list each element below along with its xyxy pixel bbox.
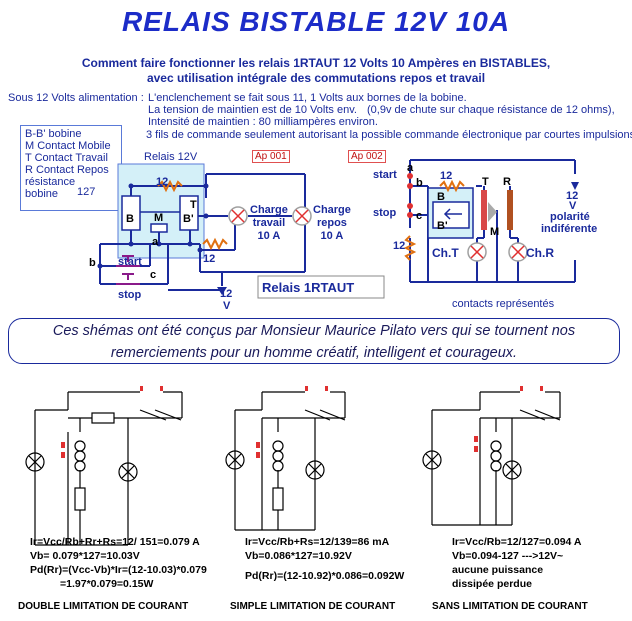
- info-line-3: Intensité de maintien : 80 milliampères …: [148, 116, 378, 128]
- info-label: Sous 12 Volts alimentation :: [8, 92, 144, 104]
- caption-simple: SIMPLE LIMITATION DE COURANT: [230, 601, 396, 612]
- resistor-label-b: 12: [203, 253, 216, 265]
- info-line-4: 3 fils de commande seulement autorisant …: [146, 129, 632, 141]
- node-a-2: a: [407, 162, 414, 174]
- relais-name: Relais 1RTAUT: [262, 280, 355, 295]
- terminal-t: T: [190, 199, 197, 211]
- node-b-2: b: [416, 177, 423, 189]
- terminal-bp-2: B': [437, 220, 448, 232]
- terminal-bp: B': [183, 213, 194, 225]
- node-b: b: [89, 257, 96, 269]
- legend-box: B-B' bobine M Contact Mobile T Contact T…: [20, 125, 122, 211]
- credit-quote: Ces shémas ont été conçus par Monsieur M…: [8, 318, 620, 364]
- legend-t: T Contact Travail: [25, 152, 108, 164]
- info-line-2a: La tension de maintien est de 10 Volts e…: [148, 104, 357, 116]
- chr-label: Ch.R: [526, 246, 554, 260]
- schema-3-formula: Ir=Vcc/Rb=12/127=0.094 A Vb=0.094-127 --…: [452, 536, 582, 590]
- start-label: start: [118, 256, 142, 268]
- schema-3: [422, 391, 561, 526]
- terminal-m: M: [154, 212, 164, 224]
- stop-label: stop: [118, 289, 142, 301]
- schema-1: [25, 391, 183, 546]
- diagram-1-buttons: [116, 255, 140, 285]
- info-line-1: L'enclenchement se fait sous 11, 1 Volts…: [148, 92, 467, 104]
- diagram-1-lamps: [228, 206, 312, 226]
- diagram-1-resistors: [157, 179, 228, 251]
- diagram-2-wires: [409, 159, 576, 283]
- legend-r: R Contact Repos: [25, 164, 109, 176]
- quote-line-2: remerciements pour un homme créatif, int…: [110, 345, 518, 361]
- supply-v-label: V: [223, 300, 231, 312]
- caption-double: DOUBLE LIMITATION DE COURANT: [18, 601, 189, 612]
- terminal-m-2: M: [490, 226, 500, 238]
- terminal-b-2: B: [437, 191, 445, 203]
- legend-res-2: bobine: [25, 188, 59, 200]
- ap-002-badge: Ap 002: [348, 150, 386, 163]
- quote-line-1: Ces shémas ont été conçus par Monsieur M…: [52, 323, 576, 339]
- terminal-r-2: R: [503, 176, 511, 188]
- info-line-2b: (0,9v de chute sur chaque résistance de …: [367, 104, 615, 116]
- legend-res-val: 127: [77, 186, 96, 198]
- cht-label: Ch.T: [432, 246, 459, 260]
- diagram-2-lamps: [467, 242, 528, 262]
- legend-bb: B-B' bobine: [25, 128, 82, 140]
- resistor-label-a: 12: [156, 176, 169, 188]
- diagram-2-resistors: [403, 179, 465, 261]
- contacts-note: contacts représentés: [452, 298, 555, 310]
- node-a: a: [152, 236, 159, 248]
- legend-m: M Contact Mobile: [25, 140, 111, 152]
- supply-12-label: 12: [220, 288, 233, 300]
- schema-2: [225, 391, 346, 531]
- resistor-label-2a: 12: [440, 170, 453, 182]
- diagram-2-contacts: [407, 173, 513, 230]
- diagram-2-arrow: [443, 208, 462, 220]
- resistor-label-2b: 12: [393, 240, 406, 252]
- relay-12v-label: Relais 12V: [144, 151, 198, 163]
- legend-res-1: résistance: [25, 176, 76, 188]
- node-c-2: c: [416, 210, 423, 222]
- schema-1-formula: Ir=Vcc/Rb+Rr+Rs=12/ 151=0.079 A Vb= 0.07…: [30, 536, 207, 590]
- subtitle-line-1: Comment faire fonctionner les relais 1RT…: [81, 56, 551, 70]
- ap-001-badge: Ap 001: [252, 150, 290, 163]
- terminal-t-2: T: [482, 176, 489, 188]
- schema-2-formula: Ir=Vcc/Rb+Rs=12/139=86 mA Vb=0.086*127=1…: [245, 536, 405, 582]
- start-label-2: start: [373, 169, 397, 181]
- caption-sans: SANS LIMITATION DE COURANT: [432, 601, 588, 612]
- subtitle-line-2: avec utilisation intégrale des commutati…: [146, 71, 486, 85]
- page-title: RELAIS BISTABLE 12V 10A: [121, 6, 511, 37]
- terminal-b: B: [126, 213, 134, 225]
- supply-12-label-2: 12: [566, 190, 579, 202]
- polarity-label-1: polarité: [550, 211, 590, 223]
- stop-label-2: stop: [373, 207, 397, 219]
- supply-v-label-2: V: [569, 200, 577, 212]
- relais-name-box: [257, 275, 385, 299]
- node-c: c: [150, 269, 157, 281]
- polarity-label-2: indiférente: [541, 223, 598, 235]
